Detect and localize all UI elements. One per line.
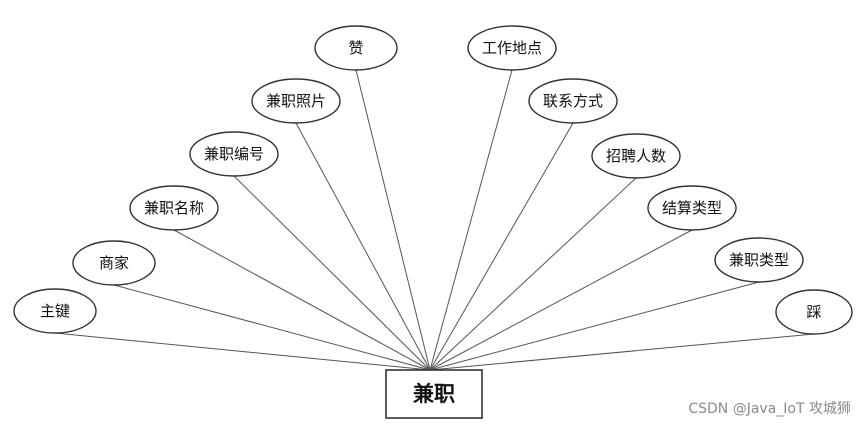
connector-job-number	[233, 175, 431, 371]
attribute-ellipse-settlement-type	[647, 185, 737, 231]
attribute-contact-info: 联系方式	[528, 78, 618, 124]
attribute-ellipse-job-photo	[251, 78, 341, 124]
attribute-job-name: 兼职名称	[129, 185, 219, 231]
connector-merchant	[113, 284, 431, 371]
attribute-ellipse-merchant	[72, 240, 156, 286]
attribute-dislike: 踩	[775, 289, 853, 335]
attribute-work-location: 工作地点	[467, 25, 557, 71]
attribute-like: 赞	[314, 25, 398, 71]
connector-dislike	[429, 333, 815, 371]
connector-lines	[54, 69, 815, 371]
connector-settlement-type	[429, 229, 693, 371]
attribute-ellipse-like	[314, 25, 398, 71]
connector-like	[355, 69, 431, 371]
attribute-label-settlement-type: 结算类型	[662, 199, 722, 217]
attribute-label-job-photo: 兼职照片	[266, 92, 326, 110]
attribute-label-merchant: 商家	[99, 254, 129, 272]
attribute-label-like: 赞	[348, 39, 363, 57]
connector-job-name	[173, 229, 431, 371]
attribute-settlement-type: 结算类型	[647, 185, 737, 231]
watermark: CSDN @Java_IoT 攻城狮	[688, 401, 851, 417]
attribute-label-recruit-count: 招聘人数	[606, 147, 666, 165]
entity-box: 兼职	[385, 369, 483, 419]
connector-primary-key	[54, 332, 431, 371]
connector-contact-info	[429, 122, 574, 371]
attribute-recruit-count: 招聘人数	[591, 133, 681, 179]
attribute-ellipse-job-type	[714, 237, 804, 283]
attribute-label-job-name: 兼职名称	[144, 199, 204, 217]
attribute-label-contact-info: 联系方式	[543, 92, 603, 110]
connector-recruit-count	[429, 177, 637, 371]
attribute-merchant: 商家	[72, 240, 156, 286]
attribute-job-type: 兼职类型	[714, 237, 804, 283]
attribute-ellipse-job-name	[129, 185, 219, 231]
entity-label: 兼职	[413, 382, 455, 406]
attribute-label-dislike: 踩	[806, 303, 821, 321]
attribute-ellipse-primary-key	[13, 288, 97, 334]
connector-job-type	[429, 281, 760, 371]
attribute-label-job-type: 兼职类型	[729, 251, 789, 269]
attribute-label-work-location: 工作地点	[482, 39, 542, 57]
attribute-label-job-number: 兼职编号	[204, 145, 264, 163]
connector-work-location	[429, 69, 513, 371]
attribute-ellipse-job-number	[189, 131, 279, 177]
attribute-primary-key: 主键	[13, 288, 97, 334]
entity-rect	[385, 369, 483, 419]
attribute-ellipse-recruit-count	[591, 133, 681, 179]
connector-job-photo	[295, 122, 431, 371]
attribute-job-number: 兼职编号	[189, 131, 279, 177]
attribute-label-primary-key: 主键	[40, 302, 70, 320]
attribute-ellipse-contact-info	[528, 78, 618, 124]
attribute-ellipse-work-location	[467, 25, 557, 71]
attribute-job-photo: 兼职照片	[251, 78, 341, 124]
attribute-ellipse-dislike	[775, 289, 853, 335]
